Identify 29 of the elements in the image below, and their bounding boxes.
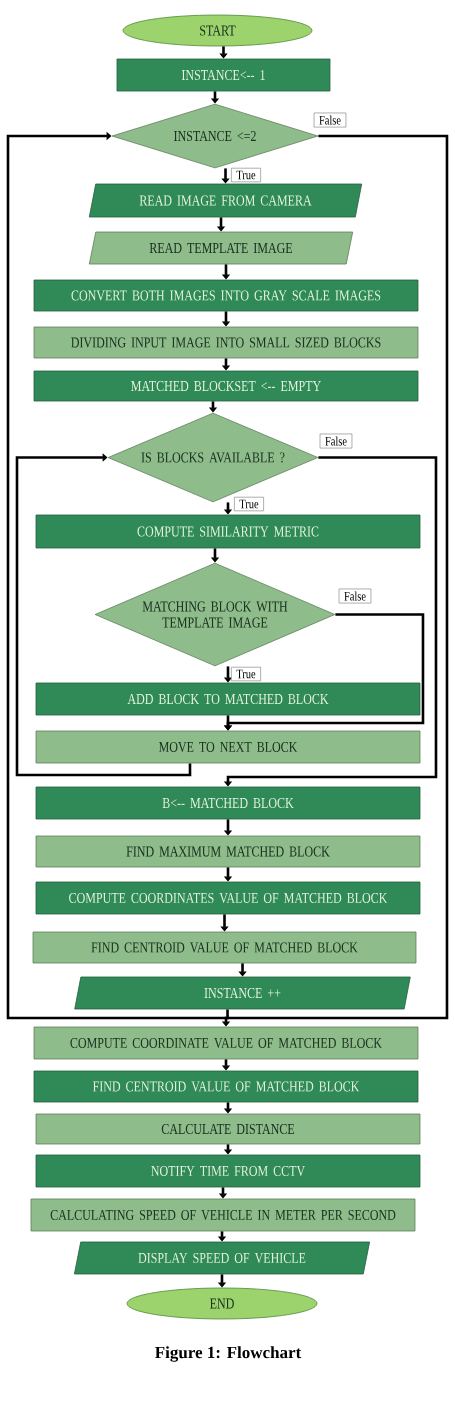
process-box: FIND CENTROID VALUE OF MATCHED BLOCK: [32, 931, 417, 964]
process-box: COMPUTE COORDINATE VALUE OF MATCHED BLOCK: [33, 1026, 419, 1060]
edge-label: False: [313, 112, 347, 128]
process-box: INSTANCE<-- 1: [116, 58, 331, 92]
process-box: FIND CENTROID VALUE OF MATCHED BLOCK: [33, 1070, 419, 1103]
process-box: FIND MAXIMUM MATCHED BLOCK: [35, 835, 421, 868]
io-parallelogram: DISPLAY SPEED OF VEHICLE: [74, 1241, 370, 1275]
process-box: COMPUTE SIMILARITY METRIC: [35, 514, 421, 549]
arrow: [6, 131, 229, 1020]
edge-label: True: [234, 496, 264, 512]
edge-label: False: [338, 588, 372, 604]
arrow: [15, 453, 192, 777]
io-parallelogram: READ TEMPLATE IMAGE: [88, 231, 354, 265]
edge-label: False: [319, 433, 353, 449]
process-box: B<-- MATCHED BLOCK: [35, 786, 421, 820]
process-box: CALCULATING SPEED OF VEHICLE IN METER PER SECOND: [30, 1198, 416, 1232]
process-box: NOTIFY TIME FROM CCTV: [35, 1154, 421, 1188]
io-parallelogram: INSTANCE ++: [74, 976, 411, 1010]
process-box: DIVIDING INPUT IMAGE INTO SMALL SIZED BLOCKS: [33, 326, 419, 359]
process-box: MOVE TO NEXT BLOCK: [35, 730, 421, 764]
process-box: CALCULATE DISTANCE: [35, 1113, 421, 1145]
edge-label: True: [231, 666, 261, 682]
edge-label: True: [231, 167, 261, 183]
caption: Figure 1: Flowchart: [155, 1346, 302, 1362]
process-box: ADD BLOCK TO MATCHED BLOCK: [35, 682, 421, 716]
process-box: COMPUTE COORDINATES VALUE OF MATCHED BLOCK: [35, 881, 421, 915]
process-box: CONVERT BOTH IMAGES INTO GRAY SCALE IMAGES: [33, 279, 419, 312]
process-box: MATCHED BLOCKSET <-- EMPTY: [33, 370, 419, 402]
io-parallelogram: READ IMAGE FROM CAMERA: [88, 183, 363, 218]
